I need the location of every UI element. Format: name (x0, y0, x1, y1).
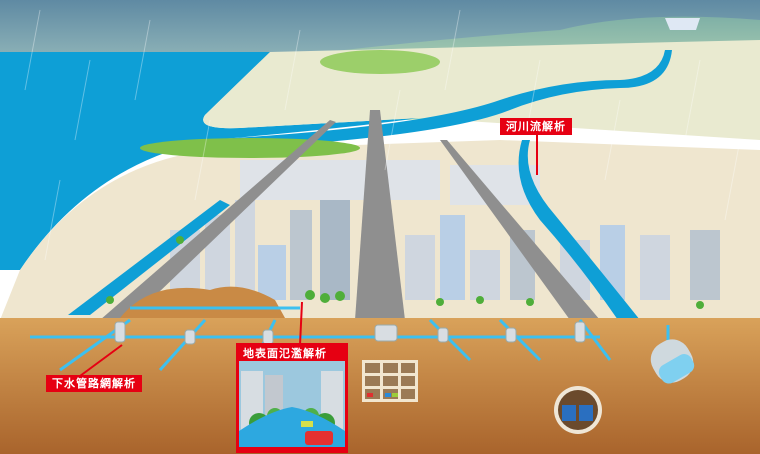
surface-flooding-analysis-label: 地表面氾濫解析 (239, 346, 345, 361)
sewer-pointer (79, 344, 123, 377)
sea (0, 52, 420, 270)
left-channel (68, 200, 230, 315)
surface-pointer (299, 301, 303, 346)
main-road (355, 110, 405, 320)
flooded-street-inset (239, 361, 345, 447)
underground-dome (120, 286, 285, 318)
surface-flooding-panel: 地表面氾濫解析 (236, 343, 348, 453)
sewer-network-analysis-label: 下水管路網解析 (46, 375, 142, 392)
river-flow-analysis-label: 河川流解析 (500, 118, 572, 135)
storage-tank-icon (650, 339, 695, 384)
dam-icon (665, 18, 700, 30)
tree-belt (140, 138, 360, 158)
tunnel-icon (554, 386, 602, 434)
forest (320, 50, 440, 74)
diagonal-road-right (440, 140, 600, 320)
underground-parking-icon (362, 360, 418, 402)
rain (24, 9, 741, 261)
far-land (203, 40, 760, 140)
manholes (114, 321, 586, 345)
diagonal-road-left (100, 120, 336, 320)
trees (106, 236, 704, 309)
red-car-icon (305, 431, 333, 445)
yellow-car-icon (301, 421, 313, 427)
